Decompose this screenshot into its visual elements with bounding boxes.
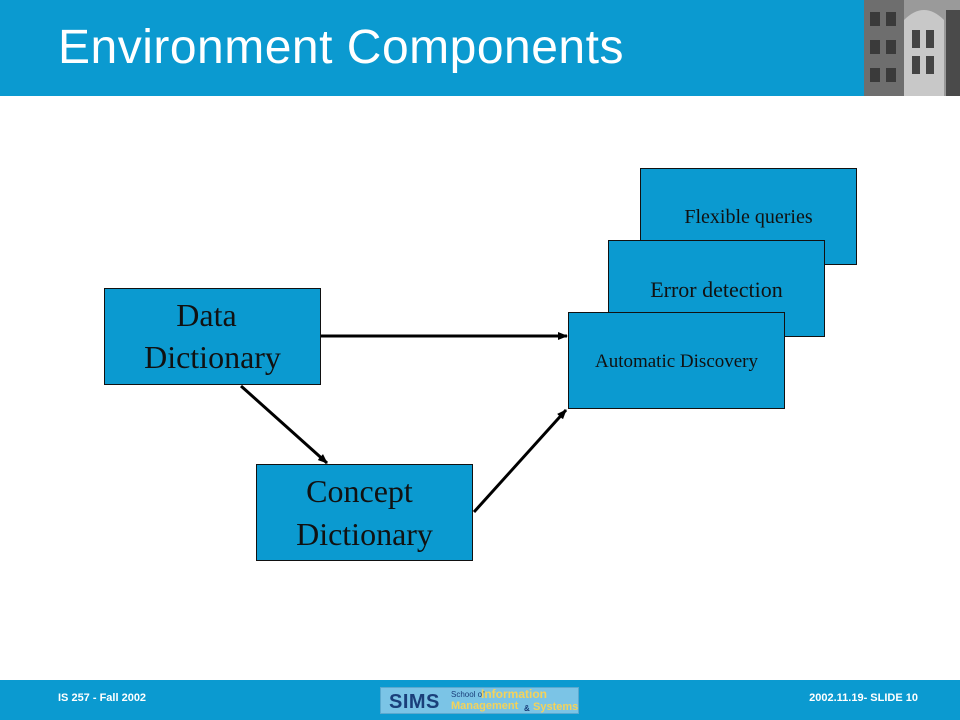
logo-information: Information — [481, 687, 547, 701]
node-data-dictionary: Data Dictionary — [104, 288, 321, 385]
slide-title: Environment Components — [58, 21, 624, 74]
logo-systems: Systems — [533, 701, 579, 713]
building-photo — [864, 0, 960, 96]
node-data-dictionary-line1: Data — [176, 297, 237, 333]
logo-sims: SIMS — [389, 691, 440, 713]
building-photo-icon — [864, 0, 960, 96]
footer-bar: IS 257 - Fall 2002 SIMS School of Inform… — [0, 680, 960, 720]
node-concept-dictionary: Concept Dictionary — [256, 464, 473, 561]
node-concept-dictionary-line2: Dictionary — [296, 516, 433, 552]
node-concept-dictionary-line1: Concept — [306, 473, 413, 509]
footer-slide-number: 2002.11.19- SLIDE 10 — [809, 692, 918, 704]
node-data-dictionary-line2: Dictionary — [144, 339, 281, 375]
logo-management: Management — [451, 700, 519, 712]
node-automatic-discovery-label: Automatic Discovery — [594, 351, 759, 372]
logo-amp: & — [524, 704, 530, 713]
node-flexible-queries-label: Flexible queries — [684, 206, 813, 228]
footer-course: IS 257 - Fall 2002 — [58, 692, 147, 704]
sims-logo: SIMS School of Information Management & … — [380, 687, 579, 714]
logo-school-of: School of — [451, 690, 485, 699]
edge-concept-to-automatic — [472, 408, 568, 514]
node-error-detection-label: Error detection — [650, 277, 783, 302]
title-bar: Environment Components — [0, 0, 960, 96]
node-automatic-discovery: Automatic Discovery — [568, 312, 785, 409]
edge-data-to-concept — [239, 384, 329, 465]
